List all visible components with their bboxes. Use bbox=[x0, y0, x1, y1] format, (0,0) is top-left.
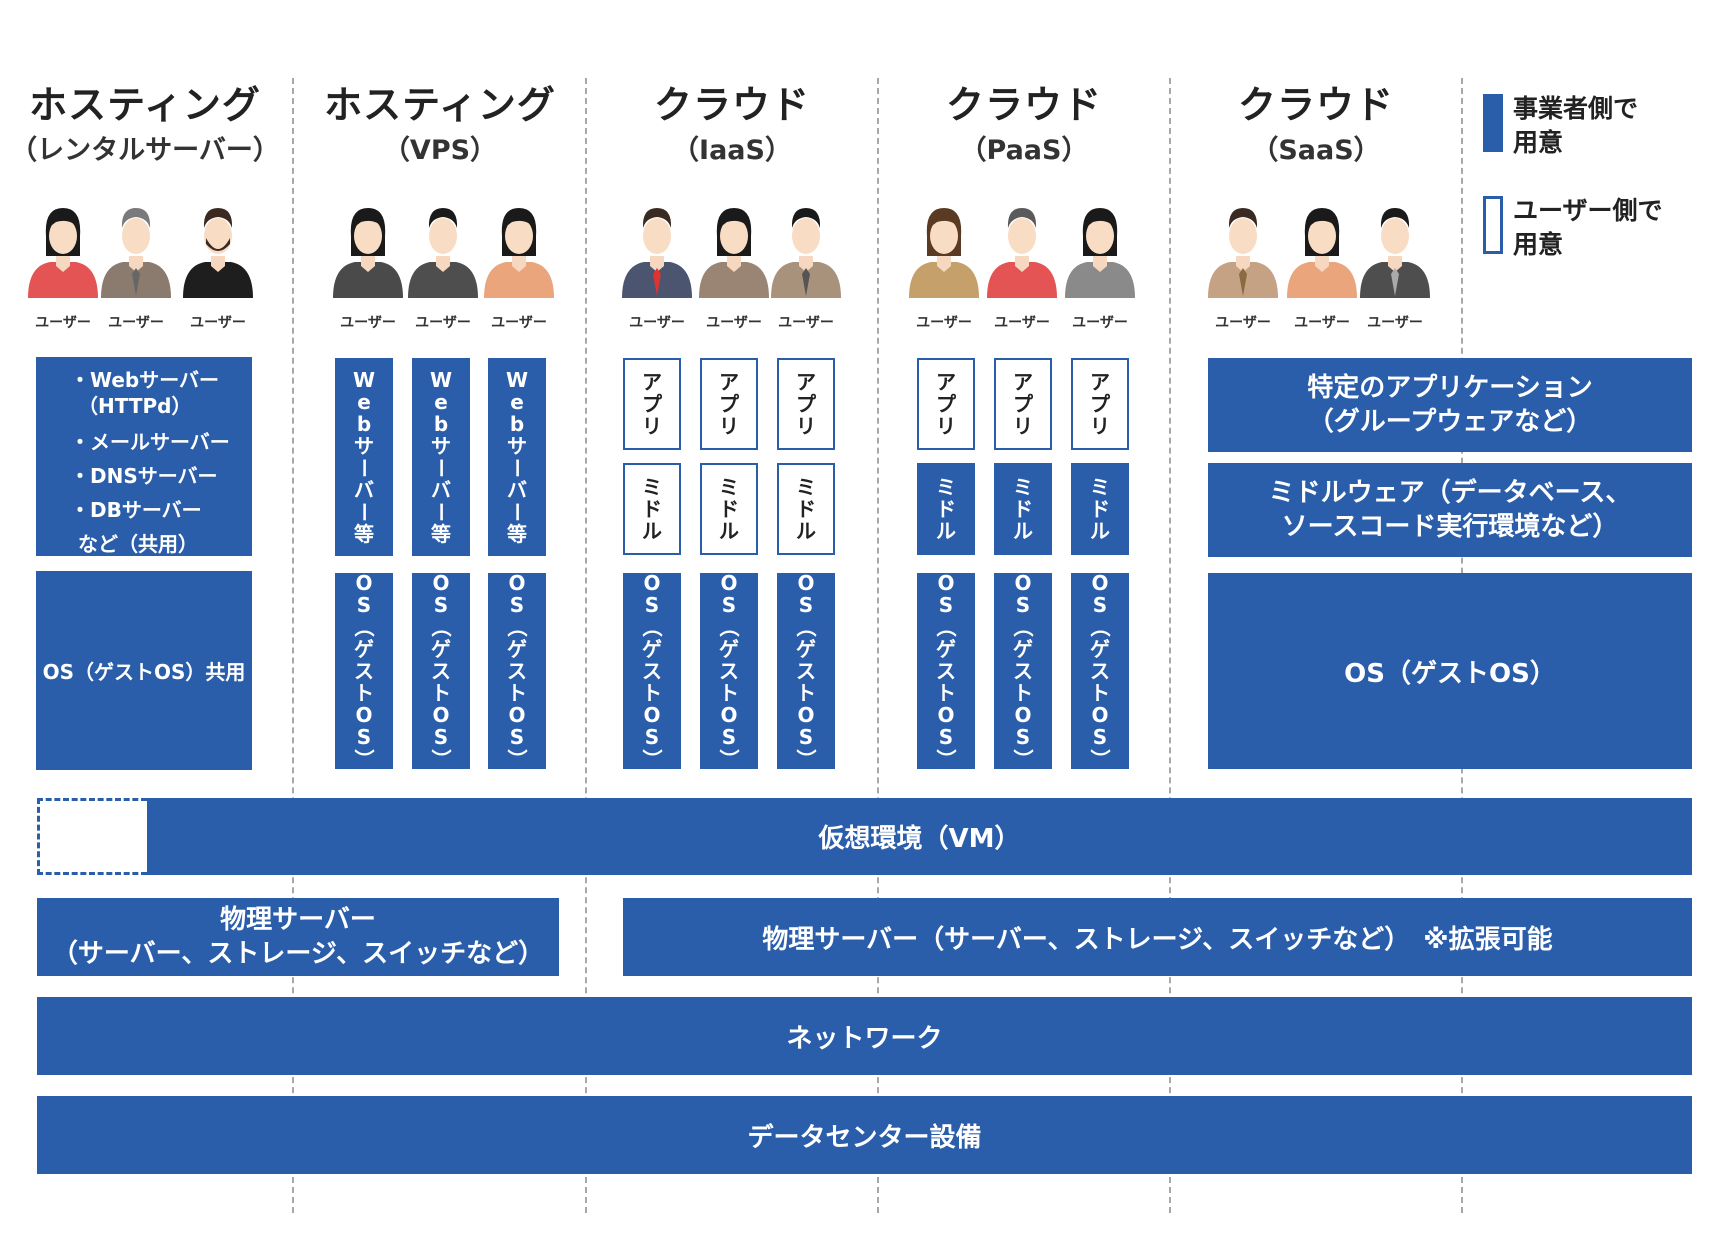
column-title-rental: ホスティング bbox=[29, 83, 261, 127]
paas-app-box: アプリ bbox=[994, 358, 1052, 450]
rental-services-box: ・Webサーバー （HTTPd） ・メールサーバー ・DNSサーバー ・DBサー… bbox=[36, 357, 252, 556]
physical-server-cloud-box: 物理サーバー（サーバー、ストレージ、スイッチなど） ※拡張可能 bbox=[623, 898, 1692, 976]
physical-server-shared-line1: 物理サーバー bbox=[220, 905, 376, 935]
paas-middleware-box: ミドル bbox=[1071, 463, 1129, 555]
rental-service-mail: ・メールサーバー bbox=[70, 430, 230, 454]
user-figure-icon bbox=[985, 198, 1059, 298]
user-figure-icon bbox=[1206, 198, 1280, 298]
user-label: ユーザー bbox=[994, 315, 1050, 331]
rental-os-box: OS（ゲストOS）共用 bbox=[36, 571, 252, 770]
column-divider bbox=[585, 78, 587, 1213]
saas-middleware-box: ミドルウェア（データベース、 ソースコード実行環境など） bbox=[1208, 463, 1692, 557]
vm-layer: 仮想環境（VM） bbox=[147, 798, 1692, 875]
datacenter-layer: データセンター設備 bbox=[37, 1096, 1692, 1174]
column-divider bbox=[1169, 78, 1171, 1213]
user-label: ユーザー bbox=[1072, 315, 1128, 331]
user-label: ユーザー bbox=[35, 315, 91, 331]
user-label: ユーザー bbox=[190, 315, 246, 331]
iaas-middleware-box: ミドル bbox=[777, 463, 835, 555]
column-title-paas: クラウド bbox=[945, 83, 1102, 127]
iaas-middleware-box: ミドル bbox=[700, 463, 758, 555]
user-figure-icon bbox=[26, 198, 100, 298]
user-figure-icon bbox=[1285, 198, 1359, 298]
column-subtitle-vps: （VPS） bbox=[382, 135, 498, 166]
saas-application-line2: （グループウェアなど） bbox=[1307, 407, 1593, 437]
legend-provider-swatch bbox=[1483, 94, 1503, 152]
column-divider bbox=[292, 78, 294, 1213]
user-label: ユーザー bbox=[629, 315, 685, 331]
iaas-app-box: アプリ bbox=[700, 358, 758, 450]
user-figure-icon bbox=[482, 198, 556, 298]
legend-user-label: ユーザー側で 用意 bbox=[1513, 194, 1663, 262]
network-layer: ネットワーク bbox=[37, 997, 1692, 1075]
user-figure-icon bbox=[697, 198, 771, 298]
legend-user-line1: ユーザー側で bbox=[1513, 196, 1663, 225]
column-divider bbox=[877, 78, 879, 1213]
legend-provider-line2: 用意 bbox=[1513, 128, 1564, 157]
legend-user-swatch bbox=[1483, 196, 1503, 254]
saas-application-line1: 特定のアプリケーション bbox=[1307, 373, 1593, 403]
saas-middleware-line2: ソースコード実行環境など） bbox=[1281, 512, 1619, 542]
user-figure-icon bbox=[907, 198, 981, 298]
user-figure-icon bbox=[769, 198, 843, 298]
user-label: ユーザー bbox=[340, 315, 396, 331]
user-figure-icon bbox=[331, 198, 405, 298]
legend-provider-line1: 事業者側で bbox=[1513, 94, 1639, 123]
legend-provider-label: 事業者側で 用意 bbox=[1513, 92, 1638, 160]
user-label: ユーザー bbox=[108, 315, 164, 331]
legend-user-line2: 用意 bbox=[1513, 230, 1564, 259]
user-label: ユーザー bbox=[1367, 315, 1423, 331]
paas-app-box: アプリ bbox=[1071, 358, 1129, 450]
user-figure-icon bbox=[406, 198, 480, 298]
physical-server-shared-box: 物理サーバー （サーバー、ストレージ、スイッチなど） bbox=[37, 898, 559, 976]
user-figure-icon bbox=[181, 198, 255, 298]
user-figure-icon bbox=[1358, 198, 1432, 298]
vm-empty-slot bbox=[37, 798, 147, 875]
user-label: ユーザー bbox=[706, 315, 762, 331]
user-label: ユーザー bbox=[1294, 315, 1350, 331]
user-figure-icon bbox=[1063, 198, 1137, 298]
column-subtitle-rental: （レンタルサーバー） bbox=[10, 135, 280, 166]
iaas-app-box: アプリ bbox=[777, 358, 835, 450]
user-label: ユーザー bbox=[778, 315, 834, 331]
user-figure-icon bbox=[620, 198, 694, 298]
column-subtitle-iaas: （IaaS） bbox=[672, 135, 792, 166]
paas-middleware-box: ミドル bbox=[994, 463, 1052, 555]
saas-middleware-line1: ミドルウェア（データベース、 bbox=[1268, 478, 1632, 508]
rental-service-httpd: （HTTPd） bbox=[78, 394, 192, 418]
paas-middleware-box: ミドル bbox=[917, 463, 975, 555]
column-subtitle-saas: （SaaS） bbox=[1251, 135, 1381, 166]
user-figure-icon bbox=[99, 198, 173, 298]
saas-os-box: OS（ゲストOS） bbox=[1208, 573, 1692, 769]
iaas-app-box: アプリ bbox=[623, 358, 681, 450]
column-title-saas: クラウド bbox=[1237, 83, 1394, 127]
rental-service-db: ・DBサーバー bbox=[70, 498, 202, 522]
physical-server-shared-line2: （サーバー、ストレージ、スイッチなど） bbox=[51, 939, 545, 969]
user-label: ユーザー bbox=[916, 315, 972, 331]
iaas-middleware-box: ミドル bbox=[623, 463, 681, 555]
user-label: ユーザー bbox=[491, 315, 547, 331]
column-title-vps: ホスティング bbox=[324, 83, 556, 127]
rental-service-shared: など（共用） bbox=[78, 532, 198, 556]
rental-service-web: ・Webサーバー bbox=[70, 368, 220, 392]
saas-application-box: 特定のアプリケーション （グループウェアなど） bbox=[1208, 358, 1692, 452]
user-label: ユーザー bbox=[415, 315, 471, 331]
paas-app-box: アプリ bbox=[917, 358, 975, 450]
column-title-iaas: クラウド bbox=[653, 83, 810, 127]
rental-service-dns: ・DNSサーバー bbox=[70, 464, 218, 488]
user-label: ユーザー bbox=[1215, 315, 1271, 331]
column-subtitle-paas: （PaaS） bbox=[959, 135, 1089, 166]
